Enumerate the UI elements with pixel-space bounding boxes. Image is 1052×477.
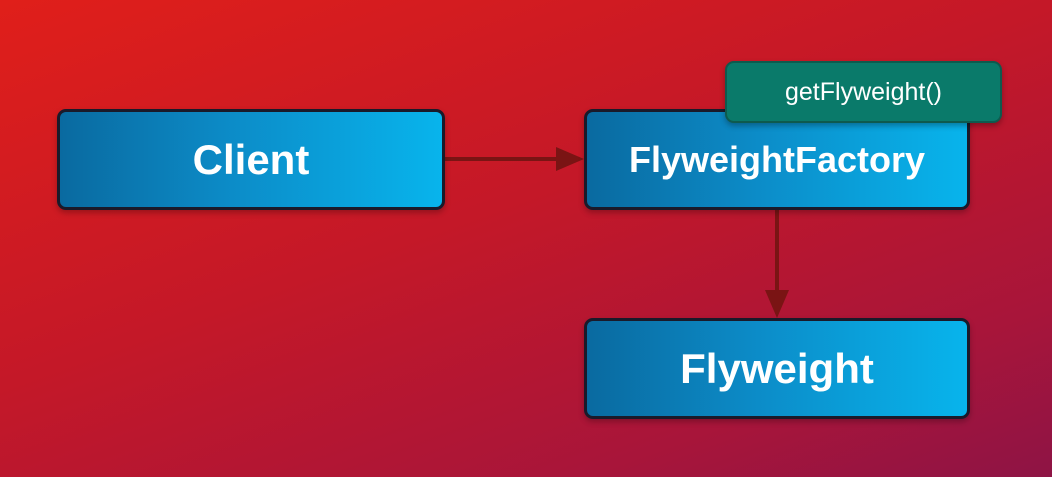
arrowhead-factory-to-flyweight [765,290,789,318]
method-tag-label: getFlyweight() [785,77,942,106]
flyweight-factory-node: FlyweightFactory [584,109,970,210]
flyweight-label: Flyweight [680,344,874,392]
get-flyweight-method-tag: getFlyweight() [725,61,1002,123]
arrowhead-client-to-factory [556,147,584,171]
client-node: Client [57,109,445,210]
client-label: Client [192,135,310,183]
flyweight-node: Flyweight [584,318,970,419]
flyweight-factory-label: FlyweightFactory [628,138,926,180]
